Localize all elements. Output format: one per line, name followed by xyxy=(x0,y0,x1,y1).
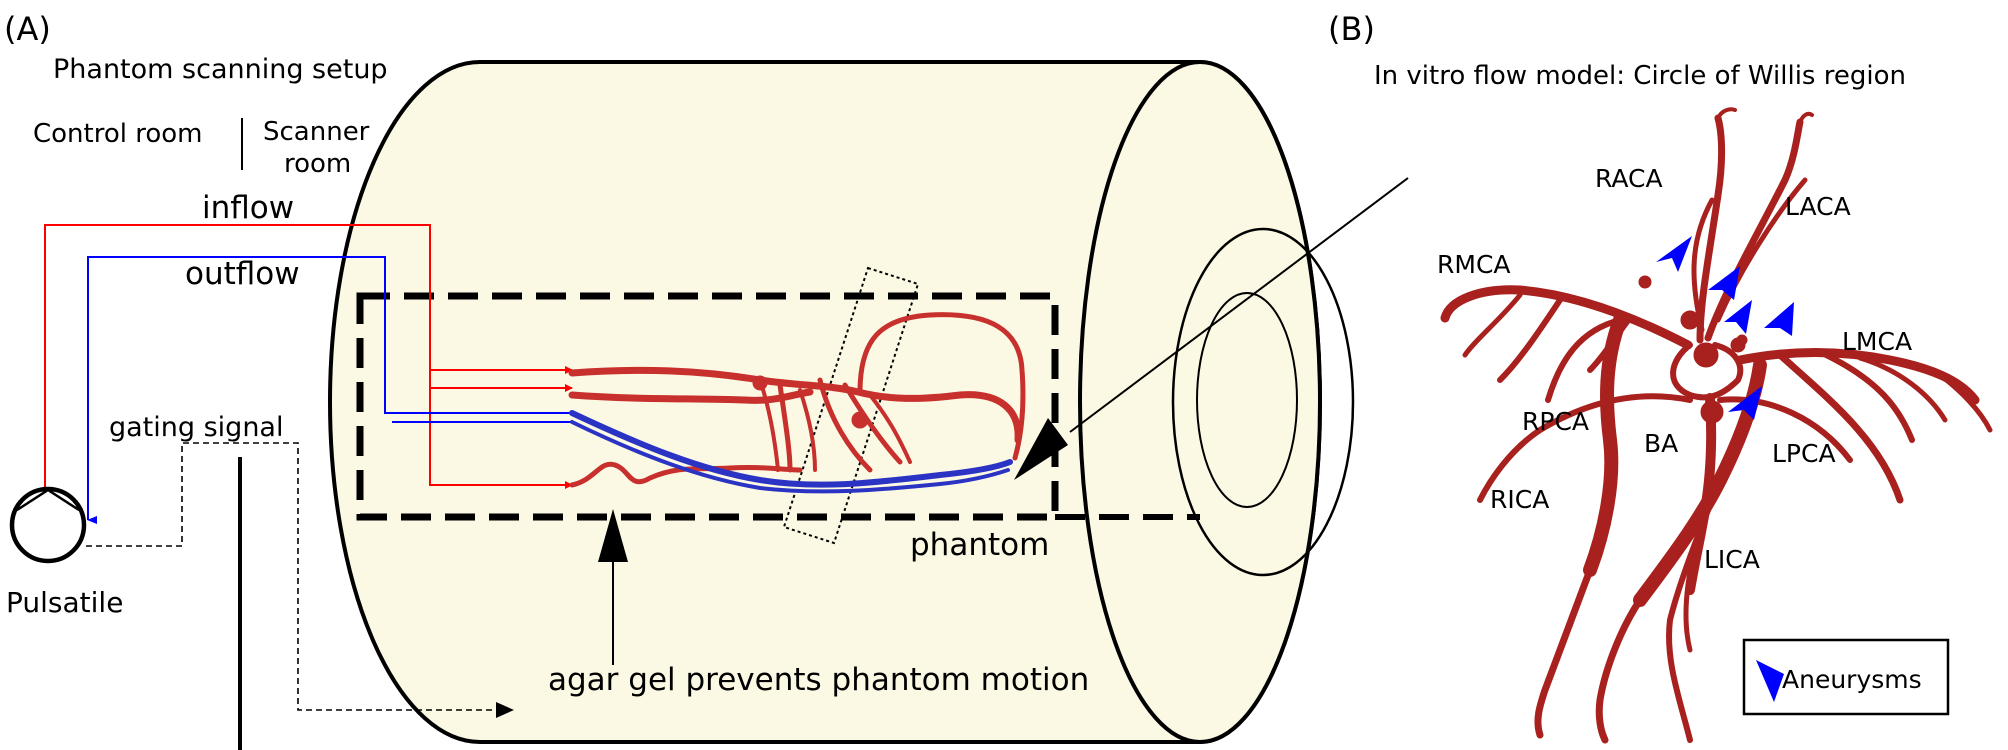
panel-b: (B) In vitro flow model: Circle of Willi… xyxy=(1328,10,1993,744)
legend: Aneurysms xyxy=(1742,638,1950,716)
label-rmca: RMCA xyxy=(1437,250,1511,279)
pump-label: Pulsatile xyxy=(6,586,123,619)
outflow-label: outflow xyxy=(185,256,300,292)
label-rpca: RPCA xyxy=(1522,407,1589,436)
scanner-room-label-1: Scanner xyxy=(263,117,370,147)
scanner-bore-outer xyxy=(1171,227,1355,577)
legend-label: Aneurysms xyxy=(1782,665,1922,694)
label-lica: LICA xyxy=(1704,545,1760,574)
gating-signal-arrowhead xyxy=(496,702,514,718)
setup-title: Phantom scanning setup xyxy=(53,54,388,85)
aneurysm-marker xyxy=(1764,302,1794,336)
aneurysm-marker xyxy=(1728,386,1762,420)
gating-signal-label: gating signal xyxy=(109,412,283,443)
label-laca: LACA xyxy=(1785,192,1851,221)
panel-b-label: (B) xyxy=(1328,10,1375,48)
scanner-bore-inner xyxy=(1196,292,1298,508)
label-lpca: LPCA xyxy=(1772,439,1836,468)
gating-signal-line xyxy=(86,442,510,711)
phantom-vessel-model xyxy=(568,312,1026,494)
outflow-tubing xyxy=(87,256,572,524)
phantom-label: phantom xyxy=(910,527,1049,563)
pulsatile-pump xyxy=(9,486,87,564)
inflow-label: inflow xyxy=(202,190,294,226)
agar-note: agar gel prevents phantom motion xyxy=(548,662,1089,698)
aneurysm-markers xyxy=(1656,236,1794,420)
scanner-end-face xyxy=(1078,60,1322,744)
scanner-room-label-2: room xyxy=(284,149,351,179)
panel-b-title: In vitro flow model: Circle of Willis re… xyxy=(1374,61,1906,91)
pointer-line xyxy=(1069,177,1409,433)
label-rica: RICA xyxy=(1490,485,1549,514)
mri-scanner xyxy=(328,60,1355,744)
aneurysm-marker xyxy=(1708,266,1740,300)
aneurysm-marker xyxy=(1656,236,1692,272)
agar-arrow xyxy=(598,509,628,562)
pointer-arrowhead xyxy=(1014,418,1068,480)
panel-a: (A) Phantom scanning setup Control room … xyxy=(4,10,1409,750)
label-lmca: LMCA xyxy=(1842,327,1912,356)
aneurysm-legend-icon xyxy=(1756,660,1784,702)
pump-icon xyxy=(9,486,87,564)
inflow-tubing xyxy=(44,224,573,495)
label-ba: BA xyxy=(1644,429,1678,458)
panel-a-label: (A) xyxy=(4,10,51,48)
label-raca: RACA xyxy=(1595,164,1663,193)
phantom-box xyxy=(356,292,1059,521)
control-room-label: Control room xyxy=(33,119,203,149)
aneurysm-marker xyxy=(1724,300,1752,334)
